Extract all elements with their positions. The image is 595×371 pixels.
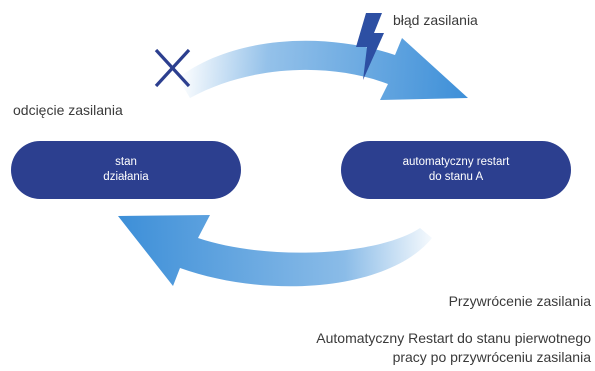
power-cutoff-label: odcięcie zasilania xyxy=(13,102,123,118)
power-fault-label: błąd zasilania xyxy=(393,12,478,28)
running-state-line1: stan xyxy=(115,156,137,168)
auto-restart-state-node: automatyczny restart do stanu A xyxy=(341,141,571,199)
running-state-node: stan działania xyxy=(11,141,241,199)
top-arrow xyxy=(178,38,468,100)
power-restored-label: Przywrócenie zasilania xyxy=(448,293,591,309)
cross-icon xyxy=(154,48,191,88)
auto-restart-line1: automatyczny restart xyxy=(402,156,510,168)
caption: Automatyczny Restart do stanu pierwotneg… xyxy=(316,329,591,367)
caption-line2: pracy po przywróceniu zasilania xyxy=(392,349,591,365)
auto-restart-line2: do stanu A xyxy=(428,171,484,183)
running-state-line2: działania xyxy=(103,171,149,183)
lightning-bolt-icon xyxy=(356,13,384,80)
bottom-arrow xyxy=(118,215,432,287)
caption-line1: Automatyczny Restart do stanu pierwotneg… xyxy=(316,330,591,346)
